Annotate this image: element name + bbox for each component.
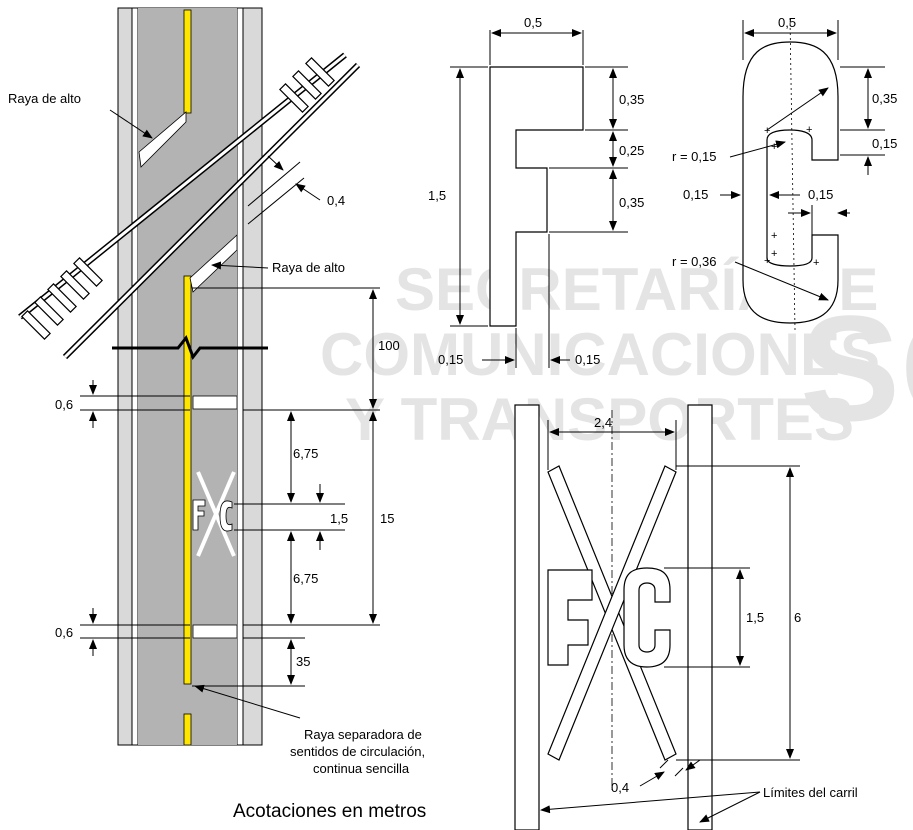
f-dim-low: 0,35	[619, 195, 644, 210]
center-line-top	[183, 9, 192, 114]
watermark-line-3: Y TRANSPORTES	[345, 386, 854, 453]
c-radius-inner: r = 0,15	[672, 149, 716, 164]
dim-6-75-top: 6,75	[293, 446, 318, 461]
crossing-dim-bar: 0,4	[611, 780, 629, 795]
lane-limit-right	[687, 404, 713, 830]
letter-f-shape	[489, 66, 584, 327]
c-radius-outer: r = 0,36	[672, 254, 716, 269]
dim-line-width-top: 0,6	[55, 397, 73, 412]
watermark-line-2: COMUNICACIONES	[320, 321, 880, 388]
svg-text:+: +	[771, 230, 777, 242]
c-dim-stroke-left: 0,15	[683, 187, 708, 202]
svg-text:+: +	[771, 248, 777, 260]
f-dim-stroke-right: 0,15	[575, 352, 600, 367]
c-dim-stroke-inner: 0,15	[808, 187, 833, 202]
c-dim-top: 0,35	[872, 91, 897, 106]
crossing-letter-f	[547, 569, 593, 666]
dim-line-width-bottom: 0,6	[55, 625, 73, 640]
crossing-bar-2	[547, 465, 677, 761]
f-dim-stroke-left: 0,15	[438, 352, 463, 367]
transverse-line-bottom	[192, 624, 238, 639]
f-dim-mid: 0,25	[619, 143, 644, 158]
road-plan: Raya de alto Raya de alto 0,4 100 0,6 6,…	[8, 7, 425, 776]
label-stop-line-1: Raya de alto	[8, 91, 81, 106]
edge-line-left	[131, 7, 139, 746]
center-line-bottom	[183, 713, 192, 746]
small-fxc-mark	[192, 471, 236, 557]
f-dim-width: 0,5	[524, 15, 542, 30]
stop-line-diagonal-top	[138, 111, 187, 168]
svg-text:+: +	[764, 125, 770, 137]
crossing-dim-width: 2,4	[594, 415, 612, 430]
dim-100: 100	[378, 338, 400, 353]
railway-track	[18, 52, 361, 360]
svg-text:+: +	[764, 255, 770, 267]
legend-separator-line-2: sentidos de circulación,	[290, 744, 425, 759]
f-dim-height: 1,5	[428, 188, 446, 203]
dim-35: 35	[296, 654, 310, 669]
letter-c-detail: + + + + + + + 0,5 0,35 0,15 r = 0,15 0,1…	[672, 15, 897, 331]
dim-letter-height: 1,5	[330, 511, 348, 526]
break-line	[112, 334, 268, 361]
lane-limit-left	[514, 404, 540, 830]
label-lane-limits: Límites del carril	[763, 785, 858, 800]
c-dim-width: 0,5	[778, 15, 796, 30]
units-note: Acotaciones en metros	[233, 801, 426, 822]
edge-line-right	[236, 7, 244, 746]
transverse-line-top	[192, 395, 238, 410]
dim-15: 15	[380, 511, 394, 526]
letter-c-axis	[789, 17, 796, 331]
crossing-dim-letter: 1,5	[746, 610, 764, 625]
crossing-mark-detail: 2,4 1,5 6 0,4 Límites del carril	[514, 404, 858, 830]
dim-track-width: 0,4	[327, 193, 345, 208]
f-dim-top: 0,35	[619, 92, 644, 107]
svg-text:+: +	[806, 124, 812, 136]
svg-text:+: +	[813, 257, 819, 269]
svg-text:+: +	[771, 141, 777, 153]
legend-separator-line-1: Raya separadora de	[304, 727, 422, 742]
label-stop-line-2: Raya de alto	[272, 260, 345, 275]
crossing-letter-c	[623, 567, 671, 668]
crossing-dim-total: 6	[794, 610, 801, 625]
legend-separator-line-3: continua sencilla	[313, 761, 410, 776]
center-line-main	[183, 275, 192, 685]
c-dim-gap: 0,15	[872, 136, 897, 151]
letter-c-centers: + + + + + + +	[764, 124, 819, 269]
letter-c-shape	[742, 41, 839, 324]
letter-f-detail: 0,5 0,35 0,25 0,35 1,5 0,15 0,15	[428, 15, 644, 368]
dim-6-75-bottom: 6,75	[293, 571, 318, 586]
